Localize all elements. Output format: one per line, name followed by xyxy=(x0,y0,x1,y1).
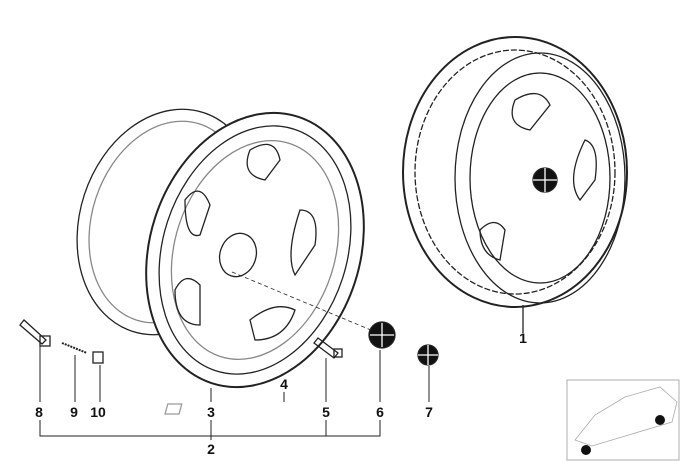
emblem-7 xyxy=(417,344,439,366)
callout-6: 6 xyxy=(376,404,384,420)
callout-7: 7 xyxy=(425,404,433,420)
vehicle-thumbnail xyxy=(566,379,680,461)
valve-core-9 xyxy=(61,342,88,354)
callout-9: 9 xyxy=(70,404,78,420)
leader-lines xyxy=(39,345,430,440)
hub-cap-6 xyxy=(368,321,396,349)
rim-3 xyxy=(145,111,379,389)
callout-1: 1 xyxy=(519,330,527,346)
callout-10: 10 xyxy=(90,404,106,420)
bolt-5 xyxy=(313,337,343,359)
valve-cap-10 xyxy=(92,351,104,364)
callout-5: 5 xyxy=(322,404,330,420)
valve-8 xyxy=(19,319,51,347)
callout-4: 4 xyxy=(280,376,288,392)
callout-8: 8 xyxy=(35,404,43,420)
complete-wheel-1 xyxy=(402,36,628,333)
badge-4 xyxy=(164,403,183,415)
callout-3: 3 xyxy=(207,404,215,420)
callout-2: 2 xyxy=(207,441,215,457)
